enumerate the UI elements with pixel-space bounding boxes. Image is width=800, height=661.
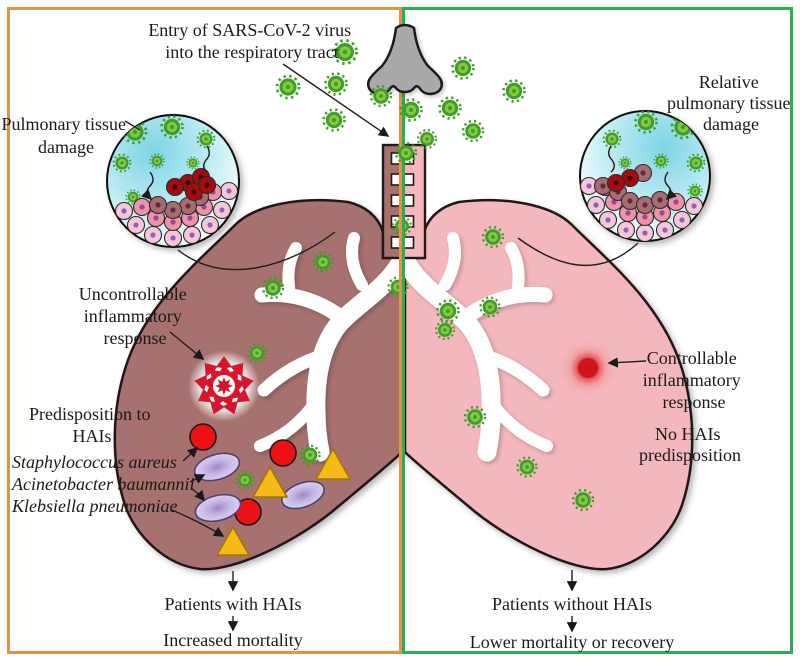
bacterium-acinetobacter-label: Acinetobacter baumannii <box>11 474 194 494</box>
pulmonary-damage-inset <box>106 114 240 248</box>
uncontrollable-arrow <box>169 331 205 360</box>
pulmonary-damage-label: Pulmonary tissue damage <box>2 114 131 157</box>
baumannii-arrow-2 <box>190 487 206 502</box>
entry-label: Entry of SARS-CoV-2 virus into the respi… <box>148 20 355 62</box>
bacterium-staph-label: Staphylococcus aureus <box>12 452 177 472</box>
lower-mortality-label: Lower mortality or recovery <box>470 632 674 652</box>
right-panel-border <box>402 7 793 654</box>
annotation-arrows <box>124 63 647 633</box>
uncontrollable-label: Uncontrollable inflammatory response <box>79 284 191 348</box>
relative-damage-label: Relative pulmonary tissue damage <box>667 72 795 134</box>
patients-with-hais-label: Patients with HAIs <box>165 594 302 614</box>
controllable-arrow <box>607 357 647 368</box>
controllable-label: Controllable inflammatory response <box>643 348 745 412</box>
right-lung <box>403 198 694 571</box>
increased-mortality-label: Increased mortality <box>163 630 302 650</box>
bacterium-klebsiella-label: Klebsiella pneumoniae <box>11 496 177 516</box>
aureus-arrow <box>182 446 199 462</box>
left-panel-border <box>7 7 402 654</box>
inset-leader-left <box>124 120 141 131</box>
nose-icon <box>366 23 444 96</box>
acinetobacter-icon <box>193 452 325 523</box>
pneumoniae-arrow <box>171 509 225 537</box>
squiggle-arrow <box>664 171 678 201</box>
patients-without-hais-label: Patients without HAIs <box>492 594 652 614</box>
staph-aureus-icon <box>189 423 297 526</box>
inflammation-burst-icon <box>188 350 260 422</box>
squiggle-arrow <box>140 171 154 201</box>
no-hais-label: No HAIs predisposition <box>639 424 741 465</box>
inset-to-lung-left <box>177 231 336 271</box>
baumannii-arrow-1 <box>189 474 206 484</box>
klebsiella-icon <box>215 447 352 556</box>
squiggle-arrow <box>608 145 615 173</box>
relative-damage-inset <box>579 110 711 242</box>
bronchial-tree-right <box>396 232 553 462</box>
predisposition-label: Predisposition to HAIs <box>29 404 155 446</box>
bacteria-icons <box>189 423 352 556</box>
mild-inflammation-glow-icon <box>558 338 618 398</box>
squiggle-arrow <box>203 145 210 173</box>
inset-to-lung-right <box>517 237 639 266</box>
bronchial-tree-left <box>254 232 411 462</box>
entry-arrow <box>282 63 390 137</box>
